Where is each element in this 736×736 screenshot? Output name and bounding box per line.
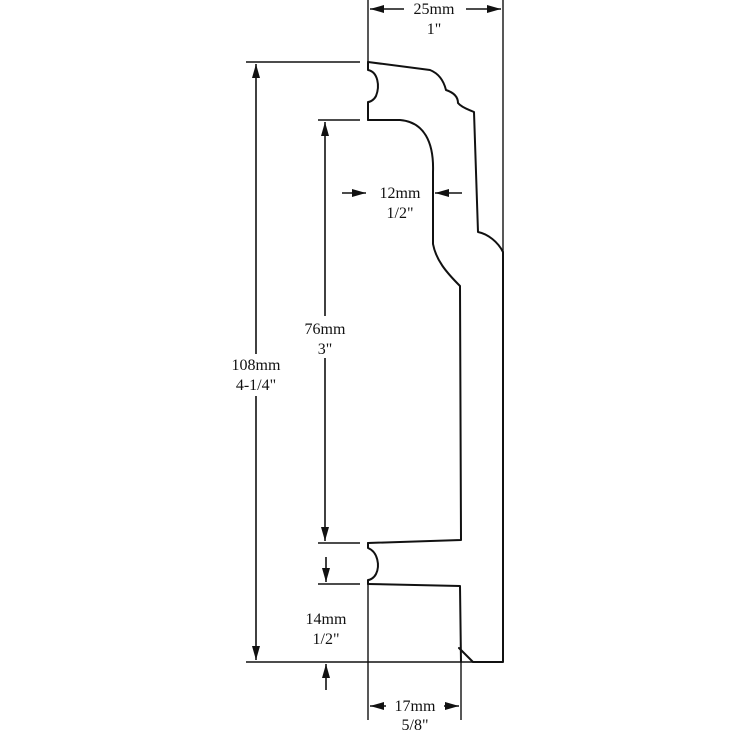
dim-panel-label-bg	[296, 316, 354, 358]
dim-width-metric: 25mm	[414, 1, 455, 18]
arrow-down	[322, 568, 330, 582]
arrow-right	[445, 702, 459, 710]
dim-bottom-metric: 14mm	[306, 611, 347, 628]
dim-upper-depth-imperial: 1/2"	[387, 205, 414, 222]
profile-bottom-edge	[367, 583, 462, 663]
extension-lines	[246, 61, 473, 720]
dimension-overall-width: 25mm 1"	[370, 0, 501, 38]
arrow-down	[321, 527, 329, 541]
arrow-up	[321, 122, 329, 136]
profile-bottom-notch	[367, 542, 379, 585]
profile-outer-edge	[367, 61, 504, 663]
dim-bottom-imperial: 1/2"	[313, 631, 340, 648]
dim-base-depth-metric: 17mm	[395, 698, 436, 715]
moulding-profile	[367, 0, 504, 720]
dim-width-imperial: 1"	[427, 21, 442, 38]
arrow-left	[370, 5, 384, 13]
dim-panel-imperial: 3"	[318, 341, 333, 358]
arrow-left	[435, 189, 449, 197]
dim-total-height-label-bg	[222, 354, 292, 396]
arrow-up	[322, 664, 330, 678]
arrow-up	[252, 64, 260, 78]
dim-panel-metric: 76mm	[305, 321, 346, 338]
arrow-down	[252, 646, 260, 660]
dim-base-depth-imperial: 5/8"	[402, 717, 429, 734]
dimension-bottom-section: 14mm 1/2"	[306, 557, 347, 690]
dimension-upper-depth: 12mm 1/2"	[342, 185, 462, 222]
arrow-left	[370, 702, 384, 710]
dimension-total-height: 108mm 4-1/4"	[222, 64, 292, 660]
arrow-right	[352, 189, 366, 197]
arrow-right	[487, 5, 501, 13]
dimension-base-depth: 17mm 5/8"	[370, 697, 459, 734]
dimension-panel-height: 76mm 3"	[296, 122, 354, 541]
dim-total-height-imperial: 4-1/4"	[236, 377, 276, 394]
dim-width-label-bg	[404, 0, 466, 18]
profile-inner-edge	[367, 119, 462, 544]
dim-base-depth-label-bg	[386, 697, 444, 715]
profile-top-notch	[367, 61, 379, 121]
dim-total-height-metric: 108mm	[232, 357, 281, 374]
dim-upper-depth-metric: 12mm	[380, 185, 421, 202]
